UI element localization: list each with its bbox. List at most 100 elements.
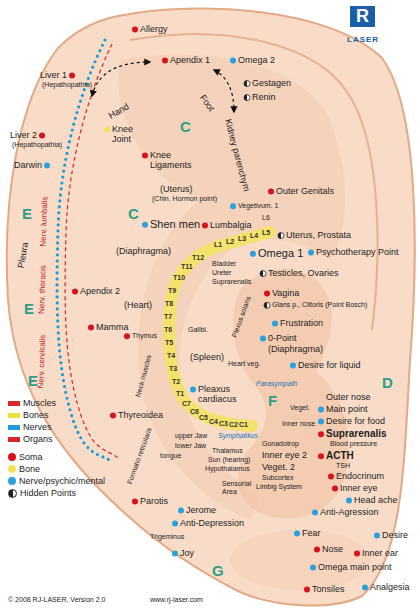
legend-text: Nerves xyxy=(23,422,52,432)
zone-letter: C xyxy=(180,118,191,135)
acupoint-dot xyxy=(132,27,138,33)
point-label: Fear xyxy=(302,528,321,538)
point-label: Head ache xyxy=(354,495,398,505)
legend-item: Nerves xyxy=(8,422,52,432)
vertebra-label: C4 xyxy=(209,418,218,426)
legend-swatch xyxy=(8,453,16,461)
zone-letter: E xyxy=(28,372,38,389)
vertebra-label: C5 xyxy=(199,414,208,422)
acupoint-dot xyxy=(172,521,178,527)
point-label: Tonsiles xyxy=(312,584,345,594)
small-label: Glans p., Clitoris (Point Bosch) xyxy=(272,301,367,309)
small-label: Veget. xyxy=(290,404,310,412)
legend-text: Hidden Points xyxy=(20,488,76,498)
legend-swatch xyxy=(8,437,20,442)
point-label: Allergy xyxy=(140,24,168,34)
zone-letter: C xyxy=(128,205,139,222)
nerve-label: Symphatikus xyxy=(218,432,258,440)
vertebra-label: L2 xyxy=(226,238,234,246)
point-label: Liver 1 xyxy=(40,70,67,80)
small-label: Ureter xyxy=(212,269,231,277)
small-label: (Chin. Hormon point) xyxy=(152,195,217,203)
point-label: Desire for liquid xyxy=(298,360,361,370)
point-label: Endocrinum xyxy=(336,471,384,481)
small-label: Thymus xyxy=(132,332,157,340)
zone-letter: E xyxy=(22,205,32,222)
point-label: Knee Ligaments xyxy=(150,150,196,171)
acupoint-dot xyxy=(202,223,208,229)
point-label: Vagina xyxy=(272,288,299,298)
legend-text: Organs xyxy=(23,434,53,444)
acupoint-dot xyxy=(332,486,338,492)
acupoint-dot xyxy=(142,222,148,228)
point-label: Frustration xyxy=(280,318,323,328)
acupoint-dot xyxy=(268,189,274,195)
point-label: Jerome xyxy=(186,505,216,515)
point-label: Apendix 2 xyxy=(80,286,120,296)
point-label: Darwin xyxy=(14,160,42,170)
acupoint-dot xyxy=(260,271,266,277)
acupoint-dot xyxy=(190,387,196,393)
point-label: Inner ear xyxy=(362,548,398,558)
vertebra-label: T3 xyxy=(169,365,177,373)
legend-swatch xyxy=(8,465,16,473)
acupoint-dot xyxy=(318,407,324,413)
small-label: © 2008 RJ-LASER, Version 2.0 xyxy=(8,596,105,604)
acupoint-dot xyxy=(264,302,270,308)
point-label: Knee Joint xyxy=(112,124,144,145)
vertebra-label: T8 xyxy=(165,300,173,308)
acupoint-dot xyxy=(272,321,278,327)
point-label: (Diaphragma) xyxy=(268,344,323,354)
acupoint-dot xyxy=(142,153,148,159)
point-label: 0-Point xyxy=(268,333,297,343)
organ-dashed-line xyxy=(65,44,118,458)
acupoint-dot xyxy=(312,510,318,516)
small-label: L6 xyxy=(262,214,270,222)
nerve-label: Nerv. lumbalis xyxy=(39,196,50,246)
point-label: Thyreoidea xyxy=(118,410,163,420)
legend-item: Organs xyxy=(8,434,53,444)
logo-text: LASER xyxy=(347,35,379,44)
point-label: Omega 2 xyxy=(238,55,275,65)
vertebra-label: C7 xyxy=(182,400,191,408)
legend-text: Bone xyxy=(19,464,40,474)
small-label: tongue xyxy=(160,452,181,460)
small-label: Hypothalamus xyxy=(205,465,250,473)
small-label: Sensorial Area xyxy=(222,480,252,496)
vertebra-label: L5 xyxy=(262,229,270,237)
acupoint-dot xyxy=(124,333,130,339)
acupoint-dot xyxy=(244,95,250,101)
point-label: Outer nose xyxy=(326,392,371,402)
point-label: Outer Genitals xyxy=(276,186,334,196)
vertebra-label: C2 xyxy=(229,421,238,429)
acupoint-dot xyxy=(346,498,352,504)
point-label: Psychotherapy Point xyxy=(316,247,399,257)
vertebra-label: T5 xyxy=(165,339,173,347)
acupoint-dot xyxy=(260,336,266,342)
point-label: Omega main point xyxy=(318,562,392,572)
acupoint-dot xyxy=(328,474,334,480)
vertebra-label: T7 xyxy=(164,313,172,321)
acupoint-dot xyxy=(290,363,296,369)
vertebra-label: L1 xyxy=(214,241,222,249)
small-label: Subcortex xyxy=(262,474,294,482)
nerve-label: Parasympath xyxy=(256,380,297,388)
acupoint-dot xyxy=(314,547,320,553)
small-label: Suprarenalis xyxy=(212,278,251,286)
legend-swatch xyxy=(8,401,20,406)
acupoint-dot xyxy=(230,58,236,64)
logo-mark: R xyxy=(350,6,375,27)
acupoint-dot xyxy=(304,587,310,593)
point-label: Lumbalgia xyxy=(210,220,252,230)
point-label: (Heart) xyxy=(124,300,152,310)
vertebra-label: T11 xyxy=(181,263,193,271)
small-label: (Hepathopathia) xyxy=(12,141,62,149)
point-label: (Uterus) xyxy=(160,184,193,194)
point-label: Inner eye xyxy=(340,483,378,493)
point-label: Parotis xyxy=(140,496,168,506)
small-label: lower Jaw xyxy=(175,442,206,450)
point-label: Desire xyxy=(382,530,408,540)
point-label: Liver 2 xyxy=(10,130,37,140)
small-label: Gonadotrop xyxy=(262,440,299,448)
